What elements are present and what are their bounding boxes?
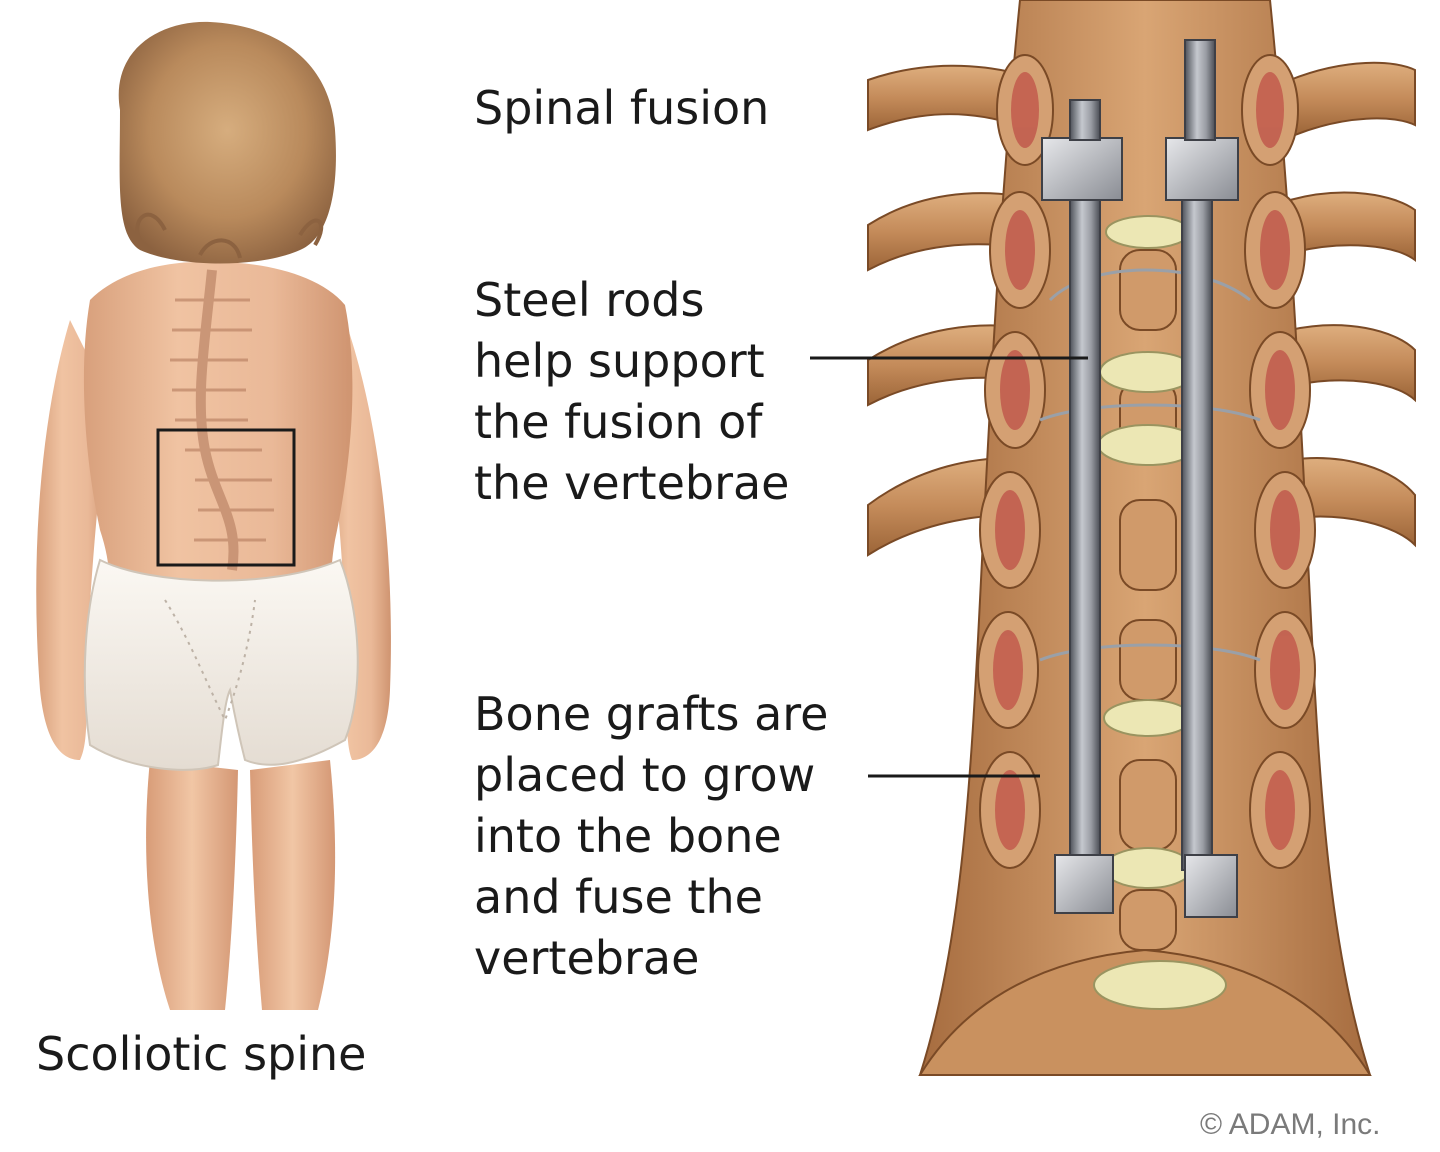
callout-line: Steel rods — [474, 273, 705, 327]
steel-rods — [1041, 39, 1239, 918]
steel-rods-callout: Steel rods help support the fusion of th… — [474, 270, 790, 514]
vertebral-laminae — [977, 54, 1316, 869]
wires — [1039, 268, 1261, 662]
bone-grafts — [1093, 215, 1227, 1010]
scoliotic-spine-overlay — [170, 269, 274, 571]
callout-line: placed to grow — [474, 748, 816, 802]
spinal-fusion-title: Spinal fusion — [474, 81, 770, 135]
hair — [118, 21, 336, 264]
bone-grafts-callout: Bone grafts are placed to grow into the … — [474, 684, 828, 989]
callout-line: help support — [474, 334, 765, 388]
copyright-notice: © ADAM, Inc. — [1200, 1108, 1381, 1141]
callout-line: the vertebrae — [474, 456, 790, 510]
spinous-processes — [1119, 249, 1177, 951]
callout-line: and fuse the — [474, 870, 763, 924]
callout-line: into the bone — [474, 809, 782, 863]
callout-line: vertebrae — [474, 931, 700, 985]
callout-line: Bone grafts are — [474, 687, 829, 741]
child-figure — [36, 21, 391, 1010]
spine-highlight-box — [156, 428, 296, 567]
underwear — [83, 558, 359, 771]
fused-spine-illustration — [867, 0, 1416, 1076]
callout-line: the fusion of — [474, 395, 763, 449]
scoliotic-spine-title: Scoliotic spine — [36, 1027, 367, 1081]
